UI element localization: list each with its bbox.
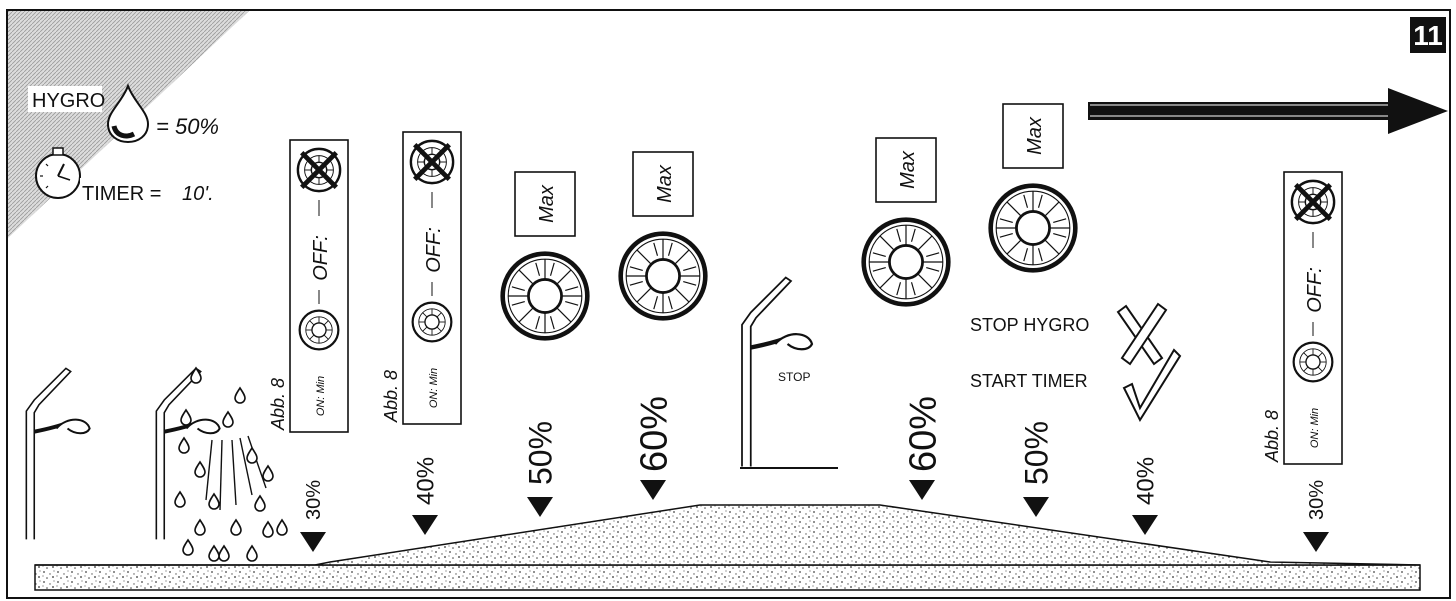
water-drop-icon xyxy=(106,83,150,144)
hygro-label: HYGRO xyxy=(32,90,105,112)
off-label: OFF: xyxy=(310,235,332,281)
arrow-right-icon xyxy=(1088,88,1448,134)
humidity-percent: 50% xyxy=(523,421,559,485)
stop-hygro-label: STOP HYGRO xyxy=(970,315,1089,335)
max-label: Max xyxy=(1024,116,1046,155)
max-label: Max xyxy=(536,184,558,223)
water-drop-icon xyxy=(190,366,202,384)
figure-number: 11 xyxy=(1413,20,1443,51)
figure-number-badge xyxy=(1410,17,1446,53)
humidity-marker xyxy=(1023,497,1049,517)
water-drop-icon xyxy=(218,544,230,562)
humidity-percent: 30% xyxy=(1306,480,1328,520)
figure-reference: Abb. 8 xyxy=(381,370,401,423)
humidity-percent: 40% xyxy=(1133,457,1160,505)
fan-off-min-panel: OFF: ON: Min Abb. 8 xyxy=(268,139,349,433)
fan-icon xyxy=(991,186,1076,271)
max-label: Max xyxy=(654,164,676,203)
fan-icon xyxy=(621,234,706,319)
humidity-percent: 40% xyxy=(413,457,440,505)
start-timer-label: START TIMER xyxy=(970,371,1088,391)
humidity-percent: 60% xyxy=(903,396,945,472)
figure-frame xyxy=(6,9,1451,599)
humidity-profile xyxy=(35,504,1421,566)
off-label: OFF: xyxy=(423,227,445,273)
shower-icon xyxy=(26,368,89,539)
water-drop-icon xyxy=(194,518,206,536)
cross-icon xyxy=(1116,302,1168,366)
timer-label: TIMER = xyxy=(82,183,161,205)
water-drop-icon xyxy=(234,386,246,404)
fan-min-icon xyxy=(411,301,453,343)
timer-value: 10'. xyxy=(182,183,214,205)
water-drop-icon xyxy=(246,544,258,562)
fan-max-panel: Max xyxy=(503,171,588,339)
water-drop-icon xyxy=(230,518,242,536)
humidity-marker xyxy=(909,480,935,500)
water-drop-icon xyxy=(254,494,266,512)
on-min-label: ON: Min xyxy=(1309,408,1321,448)
water-drop-icon xyxy=(174,490,186,508)
humidity-marker xyxy=(527,497,553,517)
water-spray xyxy=(205,435,267,511)
water-drops xyxy=(174,366,288,562)
figure-reference: Abb. 8 xyxy=(268,378,288,431)
humidity-percent: 30% xyxy=(303,480,325,520)
water-drop-icon xyxy=(180,408,192,426)
humidity-percent: 50% xyxy=(1019,421,1055,485)
figure-reference: Abb. 8 xyxy=(1262,410,1282,463)
fan-min-icon xyxy=(298,309,340,351)
on-min-label: ON: Min xyxy=(315,376,327,416)
water-drop-icon xyxy=(276,518,288,536)
fan-off-icon xyxy=(298,149,340,191)
fan-icon xyxy=(503,254,588,339)
fan-min-icon xyxy=(1292,341,1334,383)
fan-off-min-panel: OFF: ON: Min Abb. 8 xyxy=(381,131,462,425)
water-drop-icon xyxy=(262,520,274,538)
fan-off-icon xyxy=(411,141,453,183)
water-drop-icon xyxy=(222,410,234,428)
humidity-marker xyxy=(412,515,438,535)
fan-max-panel: Max xyxy=(991,103,1076,271)
fan-off-icon xyxy=(1292,181,1334,223)
floor xyxy=(34,564,1421,591)
max-label: Max xyxy=(897,150,919,189)
on-min-label: ON: Min xyxy=(428,368,440,408)
humidity-percent: 60% xyxy=(634,396,676,472)
humidity-marker xyxy=(1303,532,1329,552)
water-drop-icon xyxy=(182,538,194,556)
water-drop-icon xyxy=(208,544,220,562)
check-icon xyxy=(1122,348,1182,423)
water-drop-icon xyxy=(262,464,274,482)
stop-label: STOP xyxy=(778,370,810,384)
off-label: OFF: xyxy=(1304,267,1326,313)
water-drop-icon xyxy=(178,436,190,454)
fan-max-panel: Max xyxy=(621,151,706,319)
water-drop-icon xyxy=(194,460,206,478)
water-drop-icon xyxy=(208,492,220,510)
stopwatch-icon xyxy=(35,147,81,199)
fan-icon xyxy=(864,220,949,305)
fan-max-panel: Max xyxy=(864,137,949,305)
humidity-marker xyxy=(640,480,666,500)
water-drop-icon xyxy=(246,446,258,464)
humidity-marker xyxy=(300,532,326,552)
hygro-value: = 50% xyxy=(156,114,219,139)
fan-off-min-panel: OFF: ON: Min Abb. 8 xyxy=(1262,171,1343,465)
humidity-marker xyxy=(1132,515,1158,535)
